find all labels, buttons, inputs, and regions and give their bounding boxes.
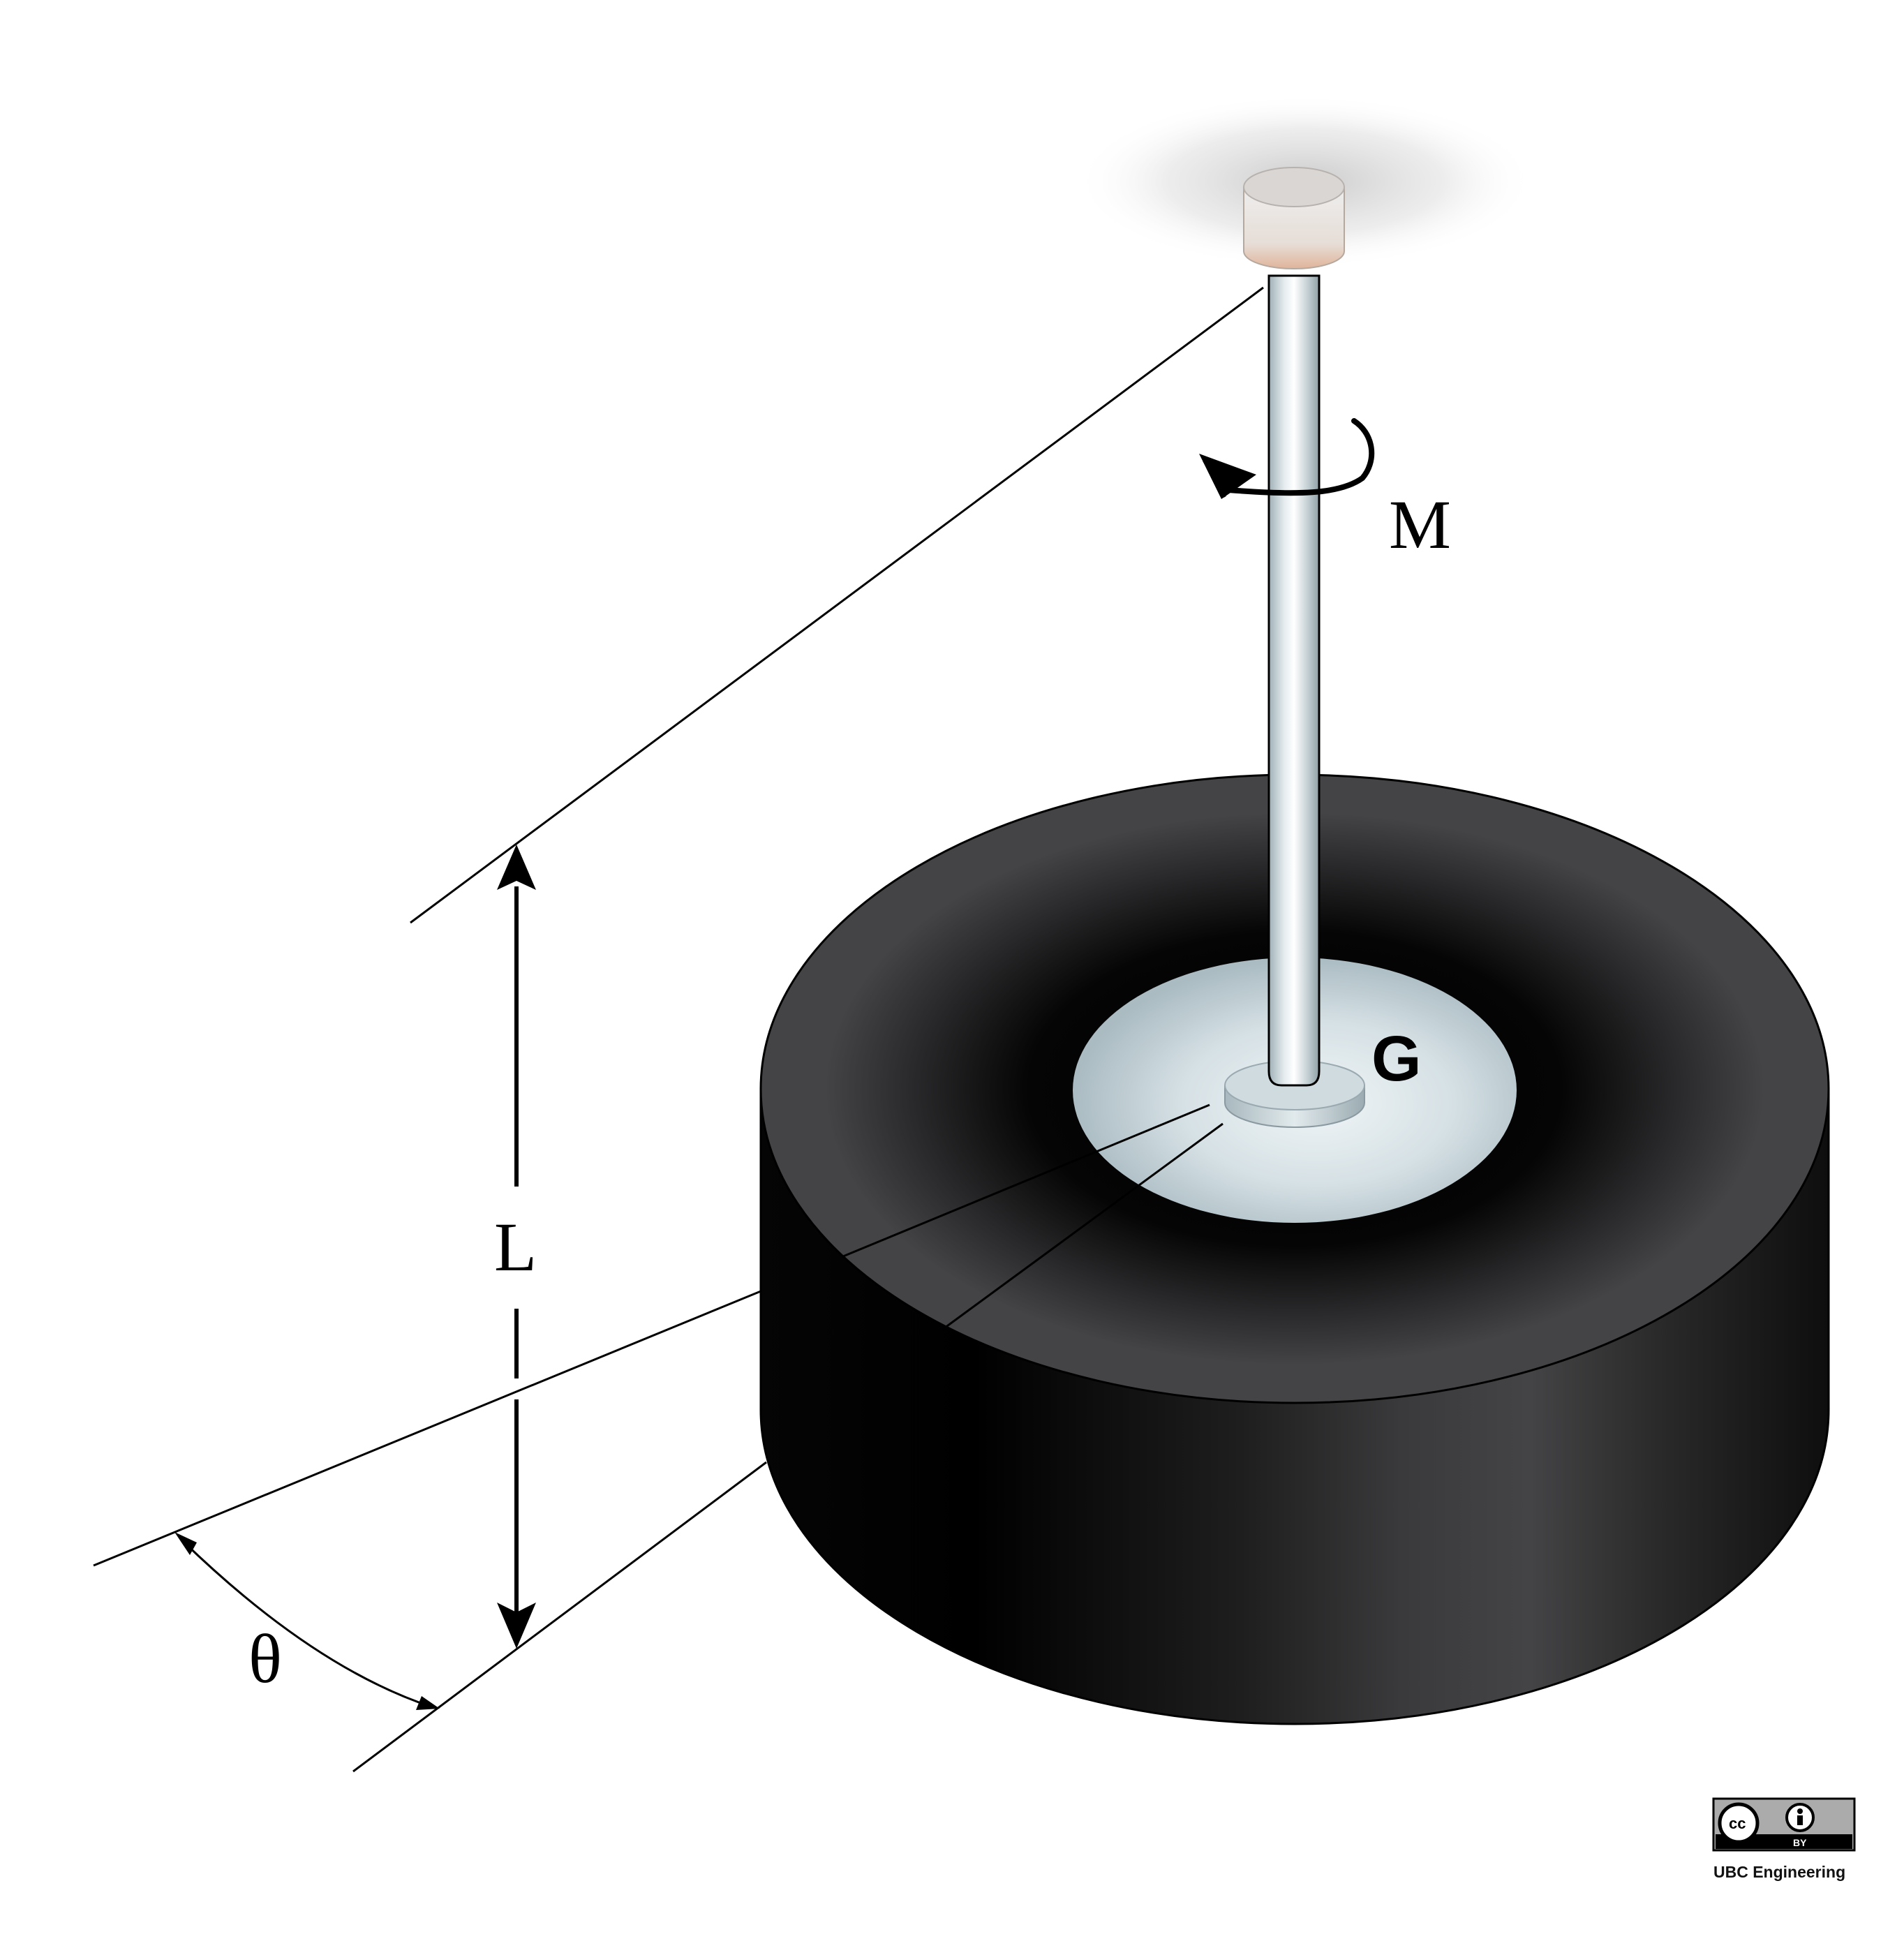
moment-arrow <box>1199 418 1375 499</box>
cc-badge-text: cc <box>1729 1815 1746 1832</box>
moment-label: M <box>1389 486 1451 563</box>
lower-diagonal-line <box>352 1461 767 1773</box>
length-label: L <box>494 1208 537 1286</box>
lower-radial-line <box>942 1122 1224 1331</box>
upper-radial-line <box>842 1103 1210 1258</box>
cc-icon <box>1718 1802 1760 1844</box>
support-cap <box>1243 167 1345 269</box>
center-of-mass-label: G <box>1371 1023 1422 1094</box>
upper-diagonal-line <box>93 1290 761 1567</box>
by-badge-text: BY <box>1793 1837 1807 1848</box>
angle-label: θ <box>248 1620 282 1697</box>
license-badge: cc BY <box>1712 1797 1856 1852</box>
credit-text: UBC Engineering <box>1713 1863 1845 1881</box>
construction-lines <box>93 286 1264 1773</box>
disk <box>759 773 1830 1725</box>
length-arrowhead-top <box>497 845 536 890</box>
top-reference-line <box>410 286 1264 924</box>
angle-arc <box>174 1532 440 1710</box>
length-dimension <box>497 845 536 1649</box>
length-arrowhead-bottom <box>497 1603 536 1649</box>
shaft <box>1267 274 1321 1087</box>
